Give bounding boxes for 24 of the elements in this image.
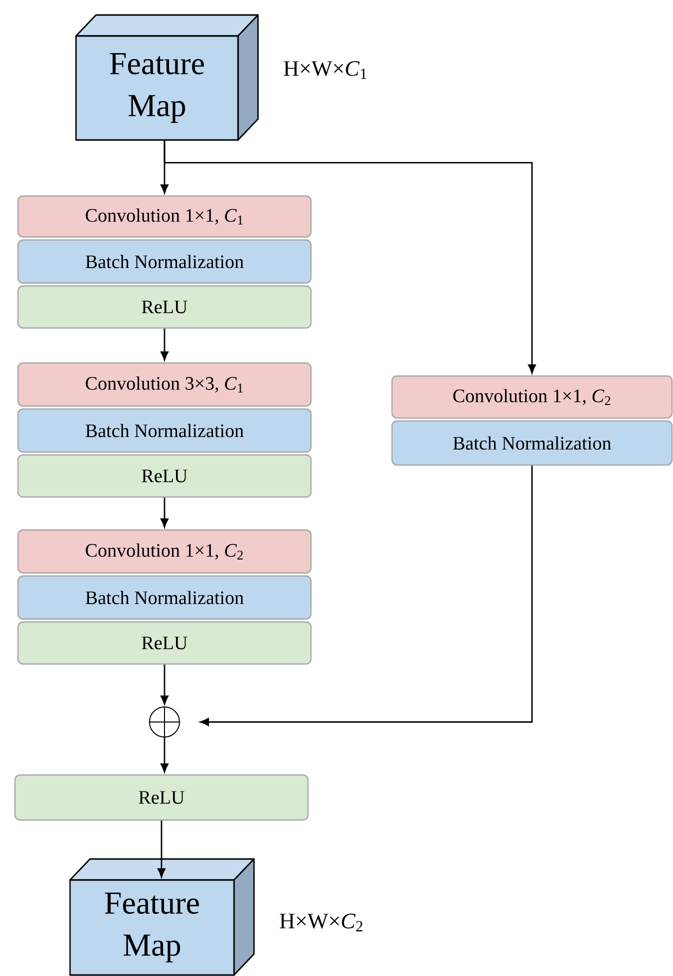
convolution-box: Convolution 3×3, C$_{1}$ [17, 362, 312, 407]
arrow [164, 140, 536, 374]
convolution-box: Convolution 1×1, C$_{2}$ [391, 375, 673, 419]
arrow [160, 664, 168, 705]
dimension-label: H×W×C$_{2}$ [280, 914, 362, 932]
arrow [160, 328, 168, 360]
arrow [200, 466, 533, 726]
convolution-box: Convolution 1×1, C$_{1}$ [17, 195, 312, 238]
normalization-box: Batch Normalization [17, 408, 312, 453]
normalization-box: Batch Normalization [17, 575, 312, 620]
dimension-label: H×W×C$_{1}$ [284, 61, 366, 79]
activation-box: ReLU [17, 621, 312, 665]
normalization-box: Batch Normalization [391, 420, 673, 466]
activation-box: ReLU [17, 454, 312, 498]
feature-map-cube: Feature Map [69, 858, 255, 976]
arrow [160, 498, 168, 528]
normalization-box: Batch Normalization [17, 239, 312, 284]
convolution-box: Convolution 1×1, C$_{2}$ [17, 529, 312, 574]
activation-box: ReLU [14, 774, 309, 821]
feature-map-cube: Feature Map [75, 14, 259, 141]
activation-box: ReLU [17, 285, 312, 329]
arrow [160, 738, 168, 772]
arrow [158, 820, 166, 878]
sum-symbol [148, 706, 180, 738]
